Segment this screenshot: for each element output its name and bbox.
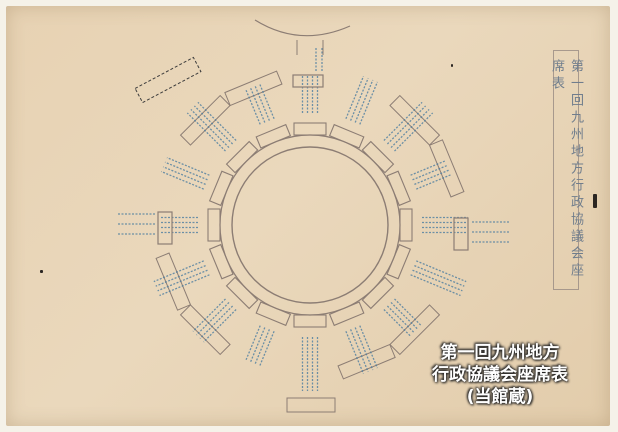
seat-block [207, 208, 221, 242]
handwritten-name-stroke [386, 305, 415, 334]
handwritten-name-stroke [249, 87, 266, 123]
handwritten-name-stroke [394, 298, 422, 327]
handwritten-name-stroke [414, 264, 465, 287]
handwritten-name-stroke [254, 85, 271, 121]
handwritten-name-stroke [386, 105, 427, 145]
handwritten-name-stroke [245, 89, 261, 125]
handwritten-name-stroke [258, 83, 275, 119]
handwritten-name-stroke [359, 81, 379, 125]
handwritten-name-stroke [155, 264, 206, 287]
handwritten-name-stroke [383, 309, 412, 337]
seat-block [225, 276, 259, 310]
handwritten-name-stroke [416, 173, 452, 190]
outer-bench [179, 304, 231, 356]
outer-bench [428, 139, 465, 198]
top-seat-block [292, 74, 324, 88]
handwritten-name-stroke [190, 108, 230, 149]
outer-bench [389, 304, 441, 356]
handwritten-name-stroke [164, 161, 208, 181]
handwritten-name-stroke [160, 170, 204, 190]
seat-block [225, 140, 259, 174]
handwritten-name-stroke [203, 309, 237, 343]
outer-bench [337, 343, 396, 380]
ink-mark-right [593, 194, 597, 208]
handwritten-name-stroke [416, 260, 467, 283]
seat-block [328, 123, 365, 149]
seat-block [293, 314, 327, 328]
seat-block [293, 122, 327, 136]
handwritten-name-stroke [412, 164, 448, 181]
caption-overlay: 第一回九州地方 行政協議会座席表 (当館蔵) [400, 342, 600, 408]
caption-line-1: 第一回九州地方 [440, 343, 560, 363]
outer-bench [155, 252, 192, 311]
bottom-label-box [286, 397, 336, 413]
document-title-vertical: 第一回九州地方行政協議会座席表 [549, 50, 583, 290]
handwritten-name-stroke [410, 160, 446, 176]
handwritten-name-stroke [249, 327, 266, 363]
handwritten-name-stroke [157, 269, 208, 292]
handwritten-name-stroke [196, 301, 230, 336]
seat-block [328, 301, 365, 327]
seat-block [361, 276, 395, 310]
seat-annotations [118, 48, 510, 391]
outer-bench [179, 94, 231, 146]
handwritten-name-stroke [390, 108, 430, 149]
handwritten-name-stroke [193, 105, 234, 145]
handwritten-name-stroke [354, 327, 374, 371]
ink-dot-left [40, 270, 43, 273]
handwritten-name-stroke [414, 169, 450, 186]
seat-blocks [155, 70, 465, 380]
entrance-curve [254, 19, 351, 37]
handwritten-name-stroke [412, 269, 463, 292]
center-table-outer-ring [219, 134, 401, 316]
seat-block [208, 170, 234, 207]
seat-block [255, 301, 292, 327]
handwritten-name-stroke [254, 329, 271, 365]
right-side-table [453, 217, 469, 251]
handwritten-name-stroke [192, 298, 226, 332]
handwritten-name-stroke [354, 79, 374, 123]
handwritten-name-stroke [390, 301, 419, 330]
upper-left-dashed-box [134, 56, 202, 104]
handwritten-name-stroke [345, 75, 365, 119]
center-table-inner-ring [231, 146, 389, 304]
ink-dot-top [451, 64, 453, 67]
seat-block [399, 208, 413, 242]
caption-line-3: (当館蔵) [466, 387, 534, 407]
handwritten-name-stroke [349, 329, 369, 373]
seat-block [386, 243, 412, 280]
handwritten-name-stroke [245, 325, 261, 361]
handwritten-name-stroke [410, 274, 461, 297]
handwritten-name-stroke [359, 325, 379, 369]
seat-block [255, 123, 292, 149]
caption-line-2: 行政協議会座席表 [432, 365, 568, 385]
handwritten-name-stroke [258, 331, 275, 367]
outer-bench [389, 94, 441, 146]
seat-block [386, 170, 412, 207]
handwritten-name-stroke [345, 331, 365, 375]
seat-block [361, 140, 395, 174]
left-side-table [157, 211, 173, 245]
handwritten-name-stroke [162, 166, 206, 186]
outer-bench [224, 70, 283, 107]
handwritten-name-stroke [199, 305, 234, 339]
handwritten-name-stroke [349, 77, 369, 121]
seat-block [208, 243, 234, 280]
handwritten-name-stroke [166, 156, 210, 176]
